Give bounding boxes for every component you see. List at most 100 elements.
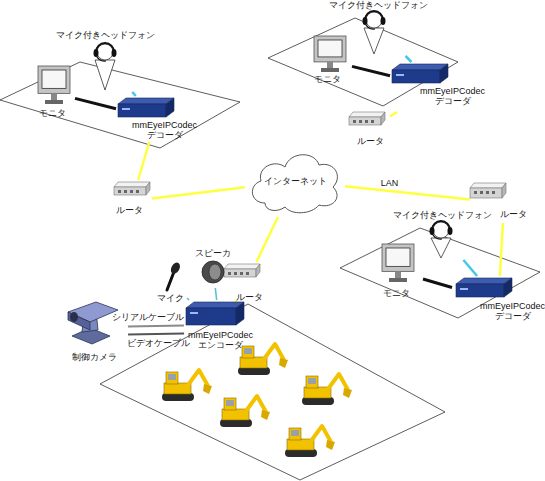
mic-boom [96, 55, 106, 61]
codec-icon [456, 278, 512, 298]
node-label: モニタ [314, 74, 341, 84]
node-label: mmEyeIPCodec エンコーダ [188, 330, 253, 350]
node-label: ルータ [357, 136, 384, 146]
cable-connector [75, 98, 116, 108]
node-label: ルータ [116, 205, 143, 215]
node-label: マイク付きヘッドフォン [328, 0, 428, 10]
cable-connector [406, 56, 412, 62]
router-icon [224, 264, 260, 278]
monitor: モニタ [375, 244, 423, 300]
excavator [285, 426, 335, 457]
cable-connector [390, 112, 397, 117]
router-port [480, 191, 483, 194]
router-front [349, 117, 381, 125]
node-label: mmEyeIPCodec デコーダ [420, 86, 485, 106]
router-front [470, 188, 502, 198]
node-label: スピーカ [195, 248, 231, 258]
node-label: mmEyeIPCodec デコーダ [480, 301, 545, 321]
site-plane [0, 62, 240, 148]
codec-top [392, 64, 448, 70]
router-port [234, 272, 237, 275]
person-body [431, 238, 451, 258]
cable-label: LAN [381, 178, 399, 188]
node-label: マイク付きヘッドフォン [392, 210, 492, 220]
node-label: インターネット [245, 176, 345, 186]
router-port [118, 190, 121, 193]
headset: マイク付きヘッドフォン [392, 210, 492, 260]
monitor: モニタ [308, 36, 352, 86]
codec-front [186, 308, 236, 325]
site-plane [100, 304, 445, 480]
monitor-icon [313, 36, 347, 72]
monitor-base [389, 278, 407, 282]
cable-label: シリアルケーブル [112, 312, 184, 322]
router: ルータ [345, 110, 390, 152]
person-body [364, 28, 384, 54]
node-label: マイク [157, 293, 184, 303]
codec-icon [392, 64, 448, 84]
node-label: ルータ [500, 209, 527, 219]
headband [365, 11, 383, 20]
node-label: マイク付きヘッドフォン [55, 30, 155, 40]
cable-label: ビデオケーブル [127, 338, 190, 348]
router-port [474, 191, 477, 194]
router-top [349, 112, 385, 117]
codec-led [190, 312, 198, 314]
person-head [366, 12, 382, 28]
cable-connector [152, 187, 245, 198]
codec-front [392, 70, 440, 83]
cable-connector [187, 298, 189, 300]
router: ルータ [222, 262, 270, 306]
encoder-box: mmEyeIPCodec エンコーダ [184, 300, 256, 358]
router-top [114, 182, 150, 187]
router-port [371, 120, 374, 123]
cable-connector [352, 66, 390, 75]
router-port [228, 272, 231, 275]
cable-connector [138, 142, 149, 180]
node-label: mmEyeIPCodec デコーダ [132, 120, 197, 140]
person-head [433, 222, 449, 238]
router-side [381, 112, 385, 125]
router-port [130, 190, 133, 193]
control-camera: 制御カメラ [62, 296, 128, 366]
router-port [492, 191, 495, 194]
monitor-base [45, 100, 63, 104]
cable-connector [256, 217, 277, 262]
router: ルータ [112, 180, 152, 222]
router-icon [114, 182, 150, 196]
monitor-stand [327, 62, 333, 68]
excavator [220, 396, 270, 427]
headband [96, 43, 114, 52]
monitor-screen [42, 70, 66, 88]
speaker-body [202, 261, 224, 283]
mic-boom [432, 233, 442, 239]
router-icon [349, 112, 385, 126]
router-side [502, 183, 506, 198]
node-label: ルータ [236, 292, 263, 302]
headset-icon [360, 10, 388, 54]
router-port [136, 190, 139, 193]
codec-top [456, 278, 512, 284]
decoder-box: mmEyeIPCodec デコーダ [116, 96, 196, 142]
router-icon [470, 183, 506, 199]
codec-side [440, 64, 448, 83]
speaker-icon [201, 260, 225, 284]
router-port [240, 272, 243, 275]
codec-icon [118, 98, 174, 118]
router-front [224, 269, 256, 277]
codec-led [460, 288, 468, 290]
monitor-screen [318, 40, 342, 57]
router-port [124, 190, 127, 193]
cable-connector [128, 333, 184, 336]
headset: マイク付きヘッドフォン [55, 30, 155, 92]
person-head [97, 44, 113, 60]
speaker: スピーカ [193, 248, 233, 288]
cable-connector [500, 223, 503, 276]
mic-head [169, 261, 182, 275]
codec-led [122, 108, 130, 110]
cable-connector [345, 186, 470, 199]
router-port [353, 120, 356, 123]
